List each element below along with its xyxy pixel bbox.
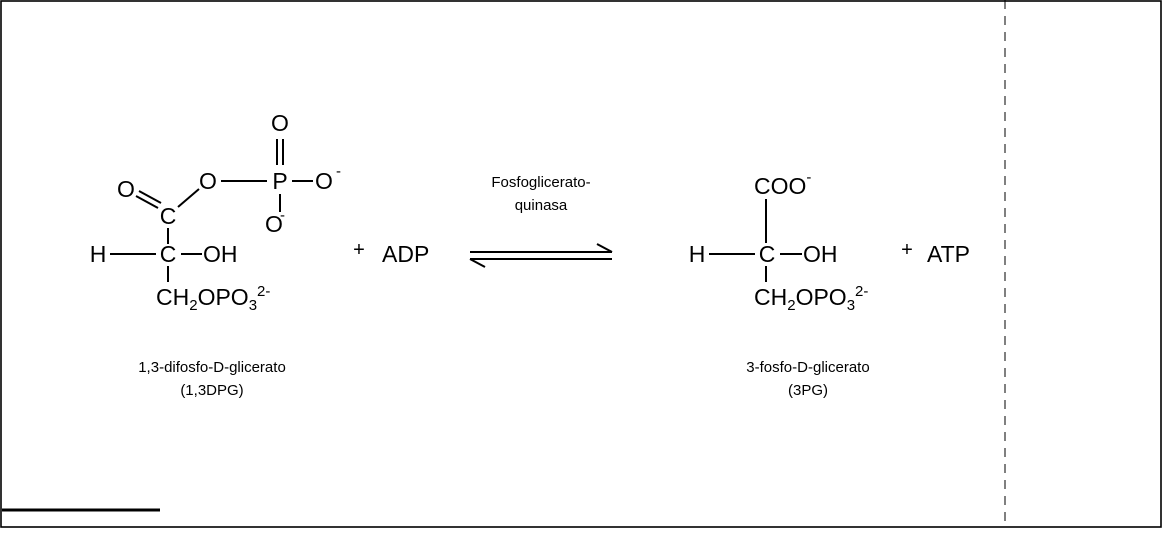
bond-c1-o-ester — [177, 188, 200, 208]
product-h: H — [689, 241, 706, 267]
reactant-oh: OH — [203, 241, 238, 267]
reactant-o-ester: O — [199, 168, 217, 194]
atp-label: ATP — [927, 241, 970, 267]
reactant-ch2opo3: CH2OPO32- — [156, 283, 270, 314]
reactant-o-bottom: O — [265, 211, 283, 237]
reactant-o-carbonyl: O — [117, 176, 135, 202]
reactant-h: H — [90, 241, 107, 267]
product-c: C — [759, 241, 776, 267]
reactant-charge-right: - — [336, 163, 341, 180]
reactant-structure: O P O - O - O C O H C OH CH2OPO32- — [90, 110, 341, 314]
bond-c1-o-double-2 — [138, 190, 162, 204]
reactant-c2: C — [160, 241, 177, 267]
reactant-abbreviation: (1,3DPG) — [180, 382, 243, 399]
reactant-c1: C — [160, 203, 177, 229]
reactant-charge-bottom: - — [280, 207, 285, 224]
product-ch2opo3: CH2OPO32- — [754, 283, 868, 314]
plus-sign-right: + — [901, 239, 913, 261]
reactant-p: P — [272, 168, 287, 194]
adp-label: ADP — [382, 241, 429, 267]
bond-c1-o-double-1 — [135, 195, 159, 209]
plus-sign-left: + — [353, 239, 365, 261]
product-abbreviation: (3PG) — [788, 382, 828, 399]
equilibrium-arrows — [469, 243, 613, 268]
reactant-o-top: O — [271, 110, 289, 136]
forward-arrow-head — [596, 243, 613, 253]
product-structure: COO- H C OH CH2OPO32- — [689, 169, 869, 314]
reactant-o-right: O — [315, 168, 333, 194]
product-coo: COO- — [754, 169, 811, 199]
enzyme-name-line1: Fosfoglicerato- — [491, 174, 590, 191]
product-oh: OH — [803, 241, 838, 267]
enzyme-name-line2: quinasa — [515, 197, 568, 214]
reverse-arrow-head — [469, 258, 486, 268]
product-name: 3-fosfo-D-glicerato — [746, 359, 869, 376]
reactant-name: 1,3-difosfo-D-glicerato — [138, 359, 286, 376]
